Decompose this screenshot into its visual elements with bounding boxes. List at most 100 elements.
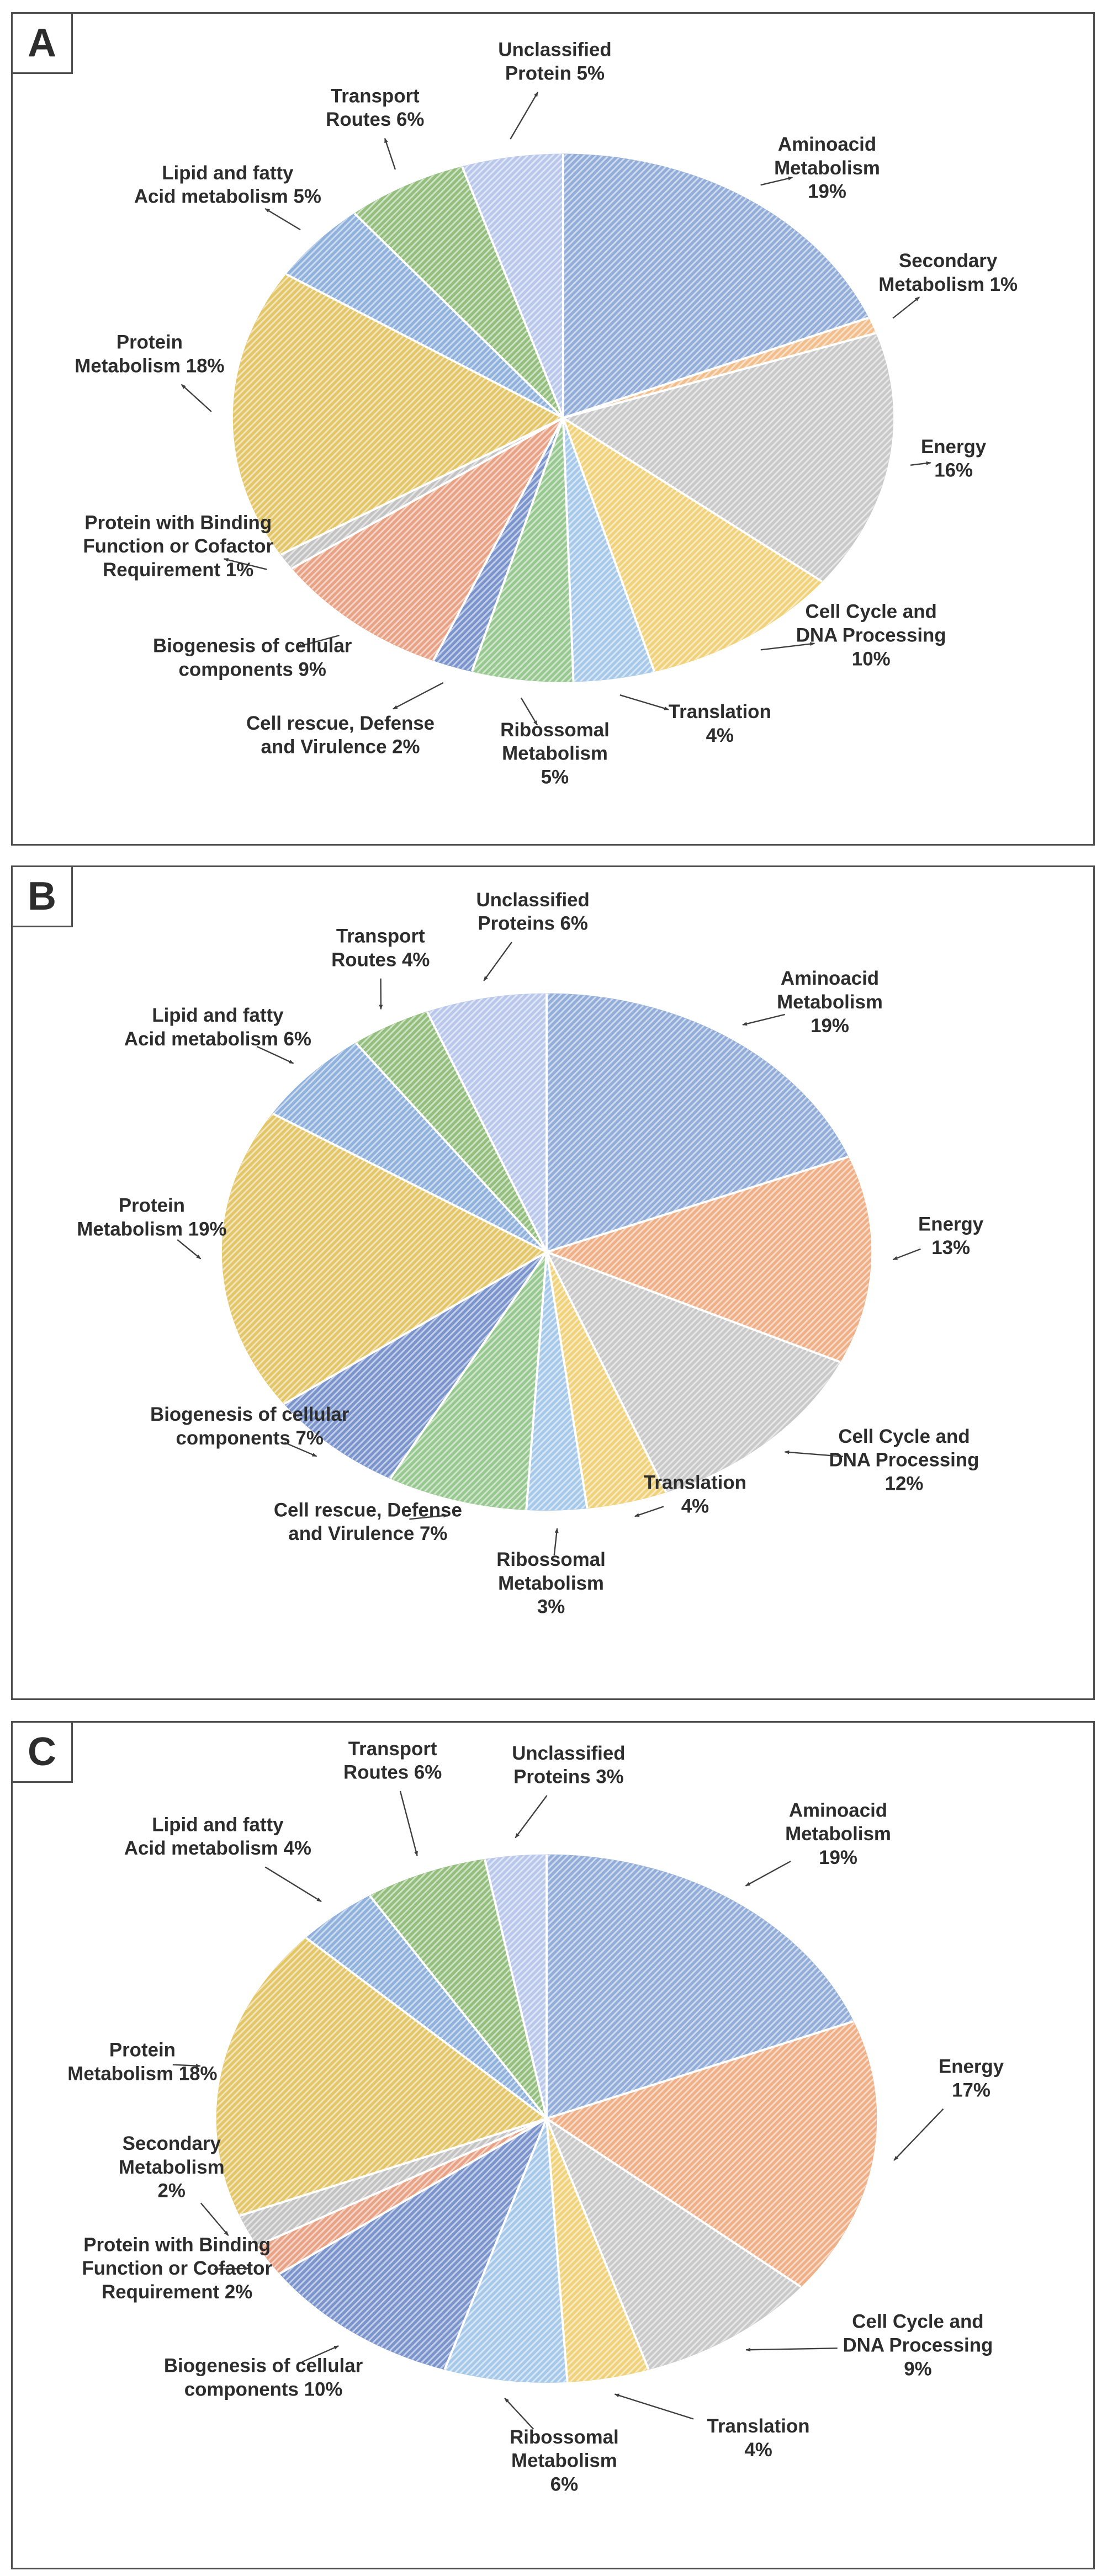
label-arrow xyxy=(284,1442,317,1457)
pie-slice-hatch xyxy=(444,2118,568,2383)
label-arrow xyxy=(634,1506,664,1517)
slice-divider xyxy=(563,332,876,419)
slice-divider xyxy=(461,166,564,418)
label-arrow xyxy=(172,2064,201,2068)
panel-letter-a: A xyxy=(11,12,73,74)
slice-divider xyxy=(545,2118,569,2382)
slice-divider xyxy=(545,2118,650,2370)
slice-divider xyxy=(546,1156,849,1254)
label-arrow xyxy=(296,634,340,648)
pie-slice-hatch xyxy=(547,2021,877,2287)
slice-divider xyxy=(272,1112,547,1254)
label-arrow xyxy=(745,1861,791,1887)
label-arrow xyxy=(553,1528,559,1555)
pie-slice-hatch xyxy=(279,2118,547,2370)
pie-slice-hatch xyxy=(356,1011,547,1252)
slice-divider xyxy=(545,1251,668,1493)
label-arrow xyxy=(784,1450,844,1458)
label-arrow xyxy=(760,642,815,651)
pie-slice-hatch xyxy=(280,418,563,569)
label-arrow xyxy=(301,2345,340,2363)
slice-divider xyxy=(369,1895,548,2120)
label-arrow xyxy=(515,1795,548,1839)
pie-slice-hatch xyxy=(547,1156,871,1362)
label-arrow xyxy=(200,2202,229,2236)
slice-divider xyxy=(545,2117,802,2288)
slice-divider xyxy=(280,417,564,556)
pie-slice-hatch xyxy=(563,153,868,418)
pie-slice-hatch xyxy=(563,333,893,582)
pie-slice-hatch xyxy=(233,274,563,555)
slice-divider xyxy=(353,213,564,419)
slice-divider xyxy=(432,417,564,661)
slice-divider xyxy=(291,417,564,570)
pie-slice-hatch xyxy=(284,1252,547,1479)
label-arrow xyxy=(742,1013,785,1026)
pie-slice-hatch xyxy=(390,1252,547,1510)
label-arrow xyxy=(510,92,539,140)
slice-divider xyxy=(285,273,564,419)
slice-divider xyxy=(563,316,869,419)
slice-divider xyxy=(389,1251,548,1479)
slice-divider xyxy=(562,417,655,672)
slice-divider xyxy=(239,2117,547,2217)
panel-letter-c: C xyxy=(11,1721,73,1783)
slice-divider xyxy=(443,2118,548,2370)
pie-slice-hatch xyxy=(547,2118,649,2382)
slice-divider xyxy=(525,1252,548,1510)
label-arrow xyxy=(520,697,538,726)
pie-slice-hatch xyxy=(257,2118,547,2274)
pie-slice-hatch xyxy=(547,1252,840,1493)
slice-divider xyxy=(546,2020,854,2120)
slice-divider xyxy=(279,2117,548,2275)
pie-slice-hatch xyxy=(433,418,563,672)
pie-slice-hatch xyxy=(547,1855,854,2119)
label-arrow xyxy=(409,1513,449,1520)
label-arrow xyxy=(264,208,301,231)
pie-slice-hatch xyxy=(526,1252,587,1511)
label-arrow xyxy=(910,461,931,466)
label-arrow xyxy=(745,2347,838,2352)
label-arrow xyxy=(892,296,920,319)
label-arrow xyxy=(399,1791,418,1857)
label-arrow xyxy=(619,694,669,710)
pie-slice-hatch xyxy=(240,2118,547,2246)
pie-slice-hatch xyxy=(216,1937,547,2216)
pie-slice-hatch xyxy=(563,418,822,672)
pie-slice-hatch xyxy=(369,1859,547,2119)
pie-slice-hatch xyxy=(472,418,574,682)
label-arrow xyxy=(181,384,212,412)
panel-letter-b: B xyxy=(11,865,73,927)
slice-divider xyxy=(470,417,564,672)
label-arrow xyxy=(504,2397,534,2430)
slice-divider xyxy=(426,1011,548,1253)
pie-slice-hatch xyxy=(222,1113,547,1404)
slice-divider xyxy=(562,417,823,583)
